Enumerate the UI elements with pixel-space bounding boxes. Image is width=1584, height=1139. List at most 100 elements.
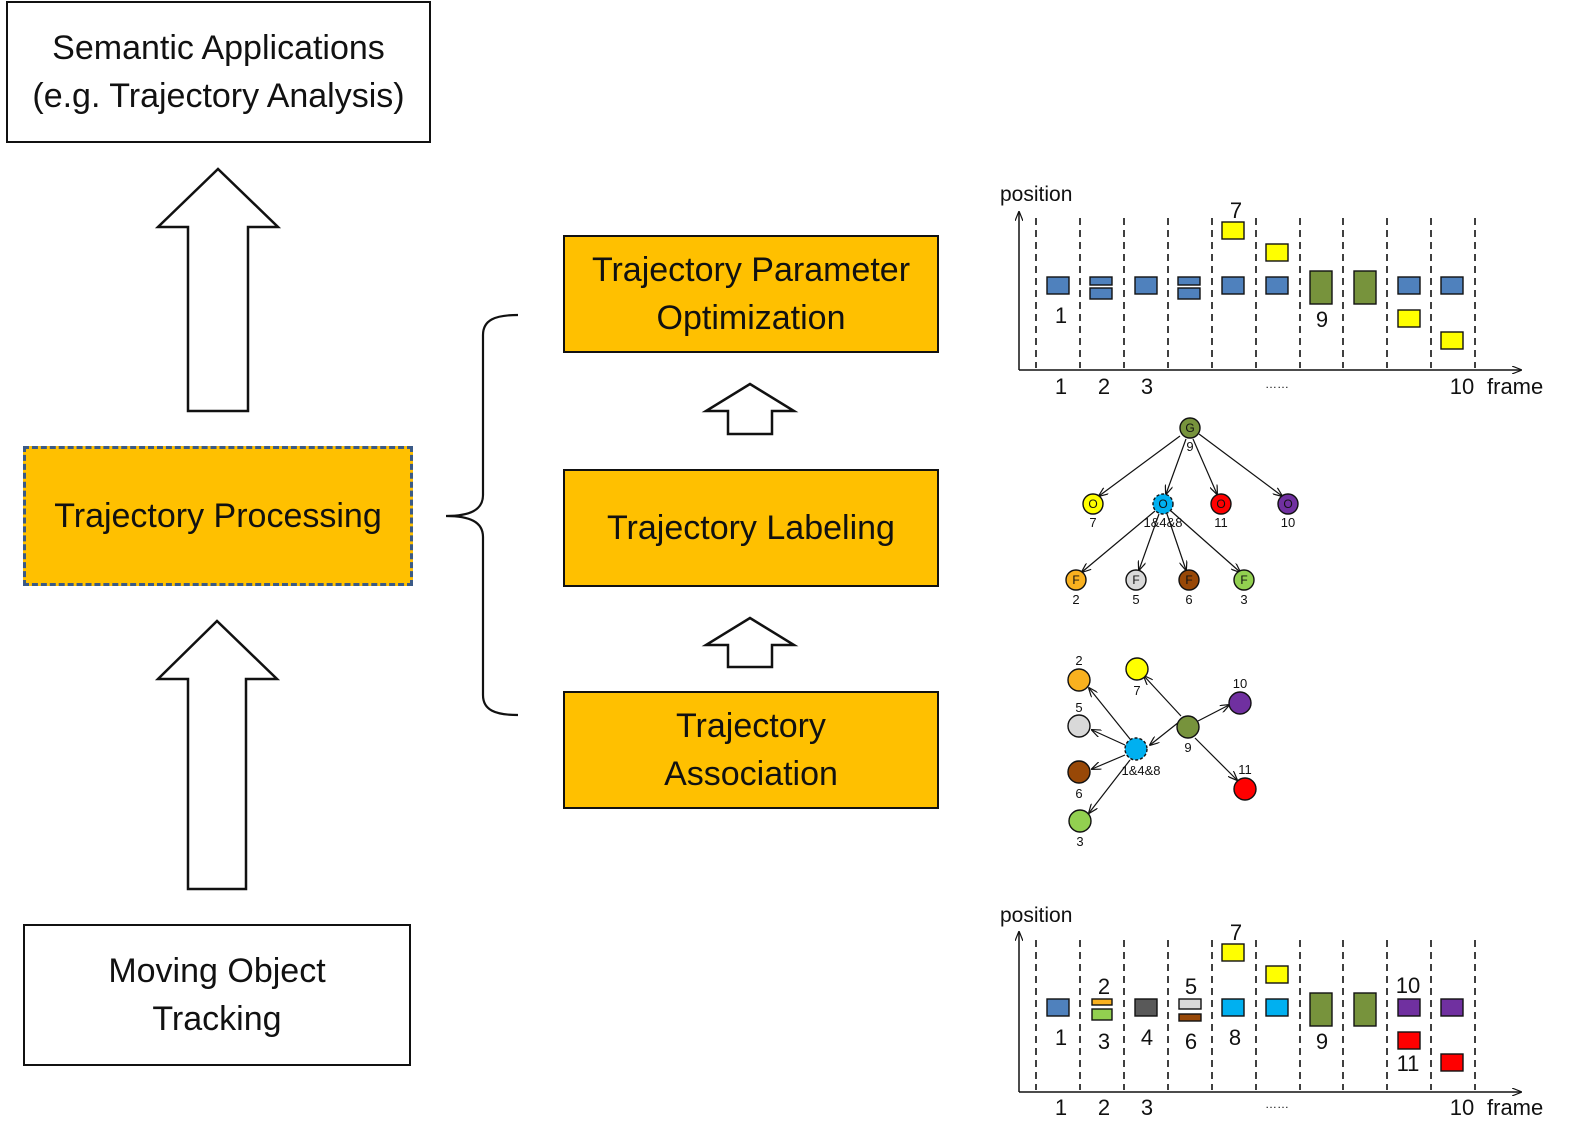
- trajectory-association-box: Trajectory Association: [563, 691, 939, 809]
- up-arrow-bottom-icon: [154, 619, 281, 891]
- top-chart-tick-3: 3: [1141, 374, 1153, 399]
- bottom-track-box: [1221, 998, 1245, 1017]
- assoc-node-10: [1228, 691, 1252, 715]
- assoc-node-label: 2: [1075, 653, 1082, 668]
- bottom-chart-tick-2: 2: [1098, 1095, 1110, 1120]
- trajectory-processing-label: Trajectory Processing: [54, 497, 382, 535]
- trajectory-labeling-label: Trajectory Labeling: [607, 509, 895, 547]
- label-node-letter: O: [1283, 497, 1292, 511]
- bottom-box-label-1: 1: [1055, 1025, 1067, 1050]
- label-node-letter: F: [1072, 573, 1079, 587]
- label-node-f6: [1178, 569, 1200, 591]
- top-chart-tick-ellipsis: ……: [1265, 377, 1289, 391]
- top-track-box: [1440, 276, 1464, 295]
- top-track-box: [1397, 309, 1421, 328]
- bottom-track-box: [1397, 1031, 1421, 1050]
- assoc-node-7: [1125, 657, 1149, 681]
- assoc-node-2: [1067, 668, 1091, 692]
- bottom-chart-x-label: frame: [1487, 1095, 1543, 1120]
- top-track-box: [1177, 287, 1201, 300]
- up-arrow-top-icon: [154, 167, 282, 413]
- bottom-box-label-11: 11: [1397, 1051, 1420, 1076]
- bottom-track-box: [1134, 998, 1158, 1017]
- bottom-chart-y-label: position: [1000, 904, 1072, 927]
- assoc-node-148: [1124, 737, 1148, 761]
- moving-object-tracking-label: Moving Object Tracking: [108, 952, 326, 1038]
- trajectory-parameter-optimization-box: Trajectory Parameter Optimization: [563, 235, 939, 353]
- assoc-node-label: 1&4&8: [1121, 763, 1160, 778]
- label-node-id: 7: [1089, 515, 1096, 530]
- assoc-node-11: [1233, 777, 1257, 801]
- assoc-node-label: 6: [1075, 786, 1082, 801]
- bottom-track-box: [1178, 998, 1202, 1010]
- bottom-box-label-2: 2: [1098, 974, 1110, 999]
- assoc-node-5: [1067, 714, 1091, 738]
- small-up-arrow-lower-icon: [701, 616, 799, 669]
- association-graph: 2 7 10 5 9 1&4&8 6 11 3: [1067, 653, 1257, 849]
- assoc-node-label: 7: [1133, 683, 1140, 698]
- bottom-track-box: [1265, 998, 1289, 1017]
- bottom-box-label-3: 3: [1098, 1029, 1110, 1054]
- label-node-letter: F: [1240, 573, 1247, 587]
- semantic-applications-box: Semantic Applications (e.g. Trajectory A…: [6, 1, 431, 143]
- top-chart-frame-dividers: [1035, 218, 1476, 368]
- top-track-box: [1265, 243, 1289, 262]
- bottom-track-box: [1221, 943, 1245, 962]
- top-chart-x-label: frame: [1487, 374, 1543, 399]
- top-track-box: [1177, 276, 1201, 286]
- assoc-node-label: 5: [1075, 700, 1082, 715]
- bottom-box-label-5: 5: [1185, 974, 1197, 999]
- bottom-track-box: [1440, 1053, 1464, 1072]
- labeling-graph: G 9 O 7 O 1&4&8 O 11 O 10 F 2 F 5 F 6 F …: [1065, 417, 1299, 607]
- label-node-letter: O: [1158, 497, 1167, 511]
- bottom-track-box: [1397, 998, 1421, 1017]
- label-node-id: 11: [1214, 515, 1228, 530]
- semantic-applications-label: Semantic Applications (e.g. Trajectory A…: [32, 29, 405, 115]
- top-track-box: [1397, 276, 1421, 295]
- bottom-track-box: [1091, 998, 1113, 1006]
- top-box-label-7: 7: [1230, 198, 1242, 223]
- top-track-box: [1089, 276, 1113, 286]
- top-track-box: [1221, 276, 1245, 295]
- top-track-box: [1134, 276, 1158, 295]
- label-node-o11: [1210, 493, 1232, 515]
- label-node-o7: [1082, 493, 1104, 515]
- top-chart-y-label: position: [1000, 183, 1072, 206]
- assoc-node-label: 9: [1184, 740, 1191, 755]
- assoc-node-9: [1176, 715, 1200, 739]
- bottom-chart-tick-1: 1: [1055, 1095, 1067, 1120]
- bottom-track-box: [1440, 998, 1464, 1017]
- bottom-timeline-chart: position frame 1 2 3 …… 10: [1000, 904, 1543, 1120]
- bottom-box-label-7: 7: [1230, 920, 1242, 945]
- top-chart-tick-1: 1: [1055, 374, 1067, 399]
- assoc-node-label: 11: [1238, 762, 1252, 777]
- label-node-letter: O: [1088, 497, 1097, 511]
- moving-object-tracking-box: Moving Object Tracking: [23, 924, 411, 1066]
- assoc-node-label: 10: [1233, 676, 1247, 691]
- bottom-chart-tick-3: 3: [1141, 1095, 1153, 1120]
- small-up-arrow-upper-icon: [701, 382, 799, 436]
- top-track-box: [1046, 276, 1070, 295]
- top-track-box: [1309, 270, 1333, 305]
- label-node-id: 2: [1072, 592, 1079, 607]
- top-track-box: [1440, 331, 1464, 350]
- label-node-f5: [1125, 569, 1147, 591]
- label-node-o10: [1277, 493, 1299, 515]
- assoc-node-3: [1068, 809, 1092, 833]
- label-node-letter: O: [1216, 497, 1225, 511]
- top-timeline-chart: position frame 1 2 3 …… 10: [1000, 183, 1543, 399]
- top-chart-tick-2: 2: [1098, 374, 1110, 399]
- top-box-label-9: 9: [1316, 307, 1328, 332]
- label-node-f3: [1233, 569, 1255, 591]
- trajectory-labeling-box: Trajectory Labeling: [563, 469, 939, 587]
- label-node-id: 3: [1240, 592, 1247, 607]
- top-track-box: [1089, 287, 1113, 300]
- bottom-track-box: [1353, 992, 1377, 1027]
- top-chart-tick-10: 10: [1450, 374, 1474, 399]
- label-node-letter: G: [1185, 421, 1194, 435]
- bottom-track-box: [1178, 1013, 1202, 1022]
- top-track-box: [1353, 270, 1377, 305]
- bottom-chart-tick-ellipsis: ……: [1265, 1097, 1289, 1111]
- bottom-chart-tick-10: 10: [1450, 1095, 1474, 1120]
